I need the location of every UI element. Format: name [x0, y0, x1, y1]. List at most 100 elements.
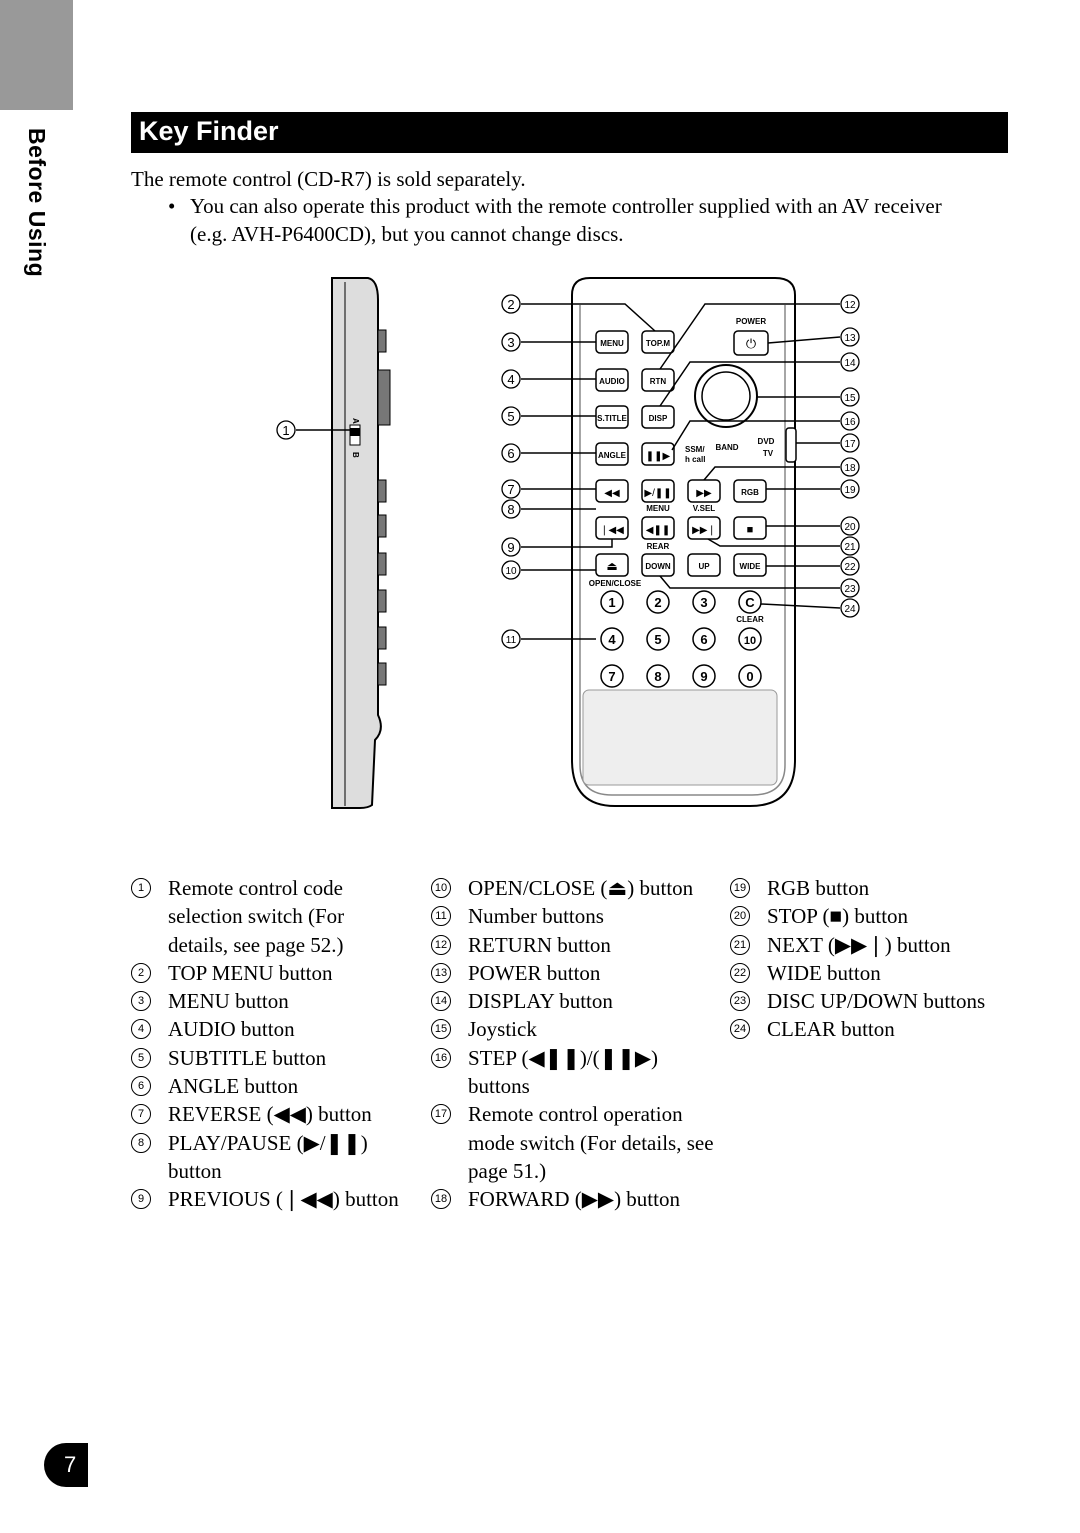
callout-17: 17 — [840, 433, 860, 453]
play-pause-icon: ▶/❚❚ — [644, 488, 671, 499]
reverse-button[interactable] — [595, 479, 629, 503]
topm-button[interactable] — [641, 330, 675, 354]
disp-button[interactable] — [641, 405, 675, 429]
legend-text: POWER button — [468, 960, 601, 985]
callout-2: 2 — [501, 294, 521, 314]
stitle-button[interactable] — [595, 405, 629, 429]
legend-text: CLEAR button — [767, 1017, 895, 1042]
legend-text: Joystick — [468, 1017, 537, 1042]
down-button[interactable] — [641, 553, 675, 577]
legend-item: 11 Number buttons — [431, 902, 716, 930]
key-4[interactable]: 4 — [600, 627, 624, 651]
callout-number: 4 — [131, 1019, 151, 1040]
open-close-button[interactable] — [595, 553, 629, 577]
svg-text:5: 5 — [654, 632, 661, 647]
legend-item: 4 AUDIO button — [131, 1015, 401, 1043]
callout-number: 6 — [131, 1076, 151, 1097]
label-angle: ANGLE — [598, 451, 627, 460]
next-button[interactable] — [687, 516, 721, 540]
callout-19: 19 — [840, 479, 860, 499]
callout-number: 1 — [131, 878, 151, 898]
label-disp: DISP — [649, 414, 668, 423]
previous-icon: ❘◀◀ — [600, 525, 624, 536]
next-icon: ▶▶❘ — [692, 525, 716, 536]
key-8[interactable]: 8 — [646, 664, 670, 688]
label-dvd: DVD — [758, 437, 775, 446]
legend-text: PREVIOUS (❘◀◀) button — [168, 1187, 399, 1212]
key-2[interactable]: 2 — [646, 590, 670, 614]
step-back-icon: ◀❚❚ — [646, 525, 670, 536]
step-back-button[interactable] — [641, 516, 675, 540]
step-fwd-button[interactable] — [641, 442, 675, 466]
label-band: BAND — [715, 443, 738, 452]
svg-text:19: 19 — [844, 485, 856, 496]
callout-number: 23 — [730, 991, 750, 1012]
key-0[interactable]: 0 — [738, 664, 762, 688]
key-3[interactable]: 3 — [692, 590, 716, 614]
wide-button[interactable] — [733, 553, 767, 577]
angle-button[interactable] — [595, 442, 629, 466]
label-tv: TV — [763, 449, 774, 458]
label-topm: TOP.M — [646, 339, 670, 348]
svg-text:4: 4 — [507, 372, 514, 387]
callout-5: 5 — [501, 406, 521, 426]
callout-number: 2 — [131, 962, 151, 983]
svg-text:10: 10 — [505, 566, 517, 577]
callout-21: 21 — [840, 536, 860, 556]
rtn-button[interactable] — [641, 368, 675, 392]
number-keypad: 1 2 3 C 4 5 6 10 7 8 9 0 — [600, 590, 762, 688]
switch-label-a: A — [351, 418, 360, 424]
key-clear[interactable]: C — [738, 590, 762, 614]
audio-button[interactable] — [595, 368, 629, 392]
svg-text:13: 13 — [844, 333, 856, 344]
rgb-button[interactable] — [733, 479, 767, 503]
legend-text: DISPLAY button — [468, 989, 613, 1014]
key-9[interactable]: 9 — [692, 664, 716, 688]
svg-text:17: 17 — [844, 439, 856, 450]
label-menu: MENU — [600, 339, 624, 348]
stop-icon: ■ — [747, 524, 754, 536]
key-6[interactable]: 6 — [692, 627, 716, 651]
label-rgb: RGB — [741, 488, 759, 497]
reverse-icon: ◀◀ — [604, 488, 620, 499]
callout-number: 8 — [131, 1132, 151, 1153]
callout-number: 21 — [730, 934, 750, 955]
svg-text:11: 11 — [506, 635, 517, 646]
key-7[interactable]: 7 — [600, 664, 624, 688]
callout-number: 19 — [730, 878, 750, 898]
callout-number: 15 — [431, 1019, 451, 1040]
legend-text: TOP MENU button — [168, 960, 333, 985]
callout-6: 6 — [501, 443, 521, 463]
callout-13: 13 — [840, 327, 860, 347]
label-hcall: h call — [685, 455, 705, 464]
stop-button[interactable] — [733, 516, 767, 540]
play-pause-button[interactable] — [641, 479, 675, 503]
label-clear: CLEAR — [736, 615, 764, 624]
key-5[interactable]: 5 — [646, 627, 670, 651]
callout-number: 11 — [431, 906, 451, 927]
label-up: UP — [698, 562, 710, 571]
key-1[interactable]: 1 — [600, 590, 624, 614]
svg-text:8: 8 — [507, 502, 514, 517]
mode-switch[interactable] — [785, 427, 797, 463]
key-10[interactable]: 10 — [738, 627, 762, 651]
remote-side-view: A B — [331, 277, 391, 809]
svg-text:1: 1 — [608, 595, 615, 610]
svg-text:6: 6 — [700, 632, 707, 647]
legend-text: AUDIO button — [168, 1017, 295, 1042]
callout-15: 15 — [840, 387, 860, 407]
legend-text: Number buttons — [468, 904, 604, 929]
up-button[interactable] — [687, 553, 721, 577]
svg-text:3: 3 — [507, 335, 514, 350]
callout-11: 11 — [501, 629, 521, 649]
label-menu2: MENU — [646, 504, 670, 513]
svg-text:2: 2 — [654, 595, 661, 610]
